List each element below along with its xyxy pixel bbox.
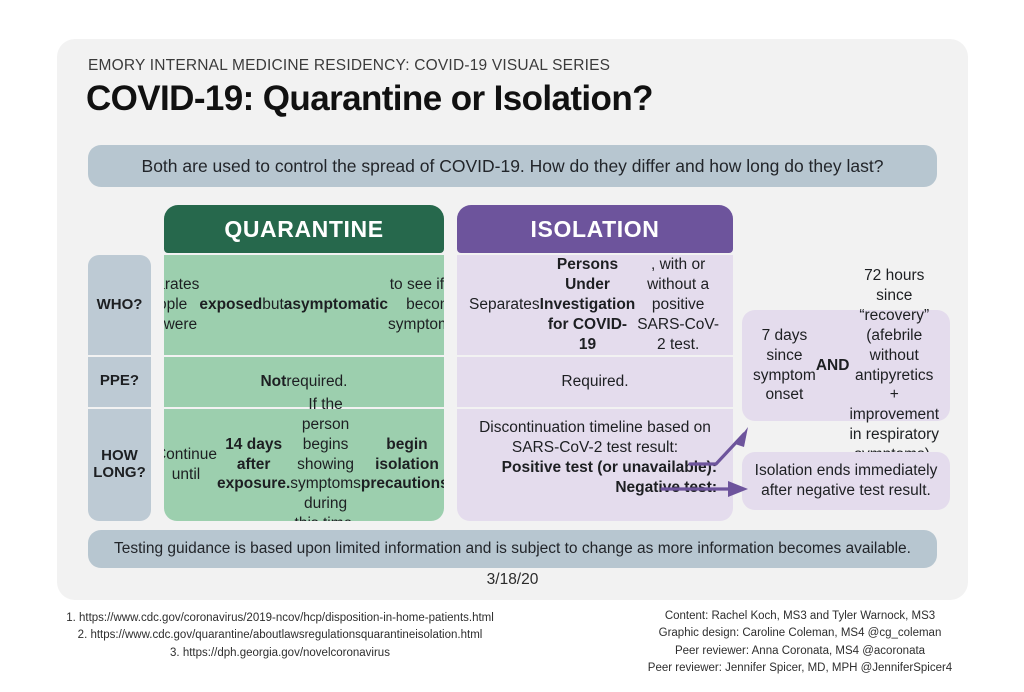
isolation-option-negative: Negative test: bbox=[615, 479, 717, 497]
isolation-timeline-lead: Discontinuation timeline based on SARS-C… bbox=[479, 419, 711, 456]
column-header-isolation: ISOLATION bbox=[457, 205, 733, 253]
page-title: COVID-19: Quarantine or Isolation? bbox=[86, 79, 654, 118]
cell-isolation-ppe: Required. bbox=[561, 372, 629, 390]
cell-isolation-who: Separates Persons Under Investigation fo… bbox=[469, 256, 720, 353]
column-quarantine: QUARANTINE Separates people who were exp… bbox=[164, 205, 444, 521]
credit-item: Peer reviewer: Jennifer Spicer, MD, MPH … bbox=[647, 662, 953, 675]
publication-date: 3/18/20 bbox=[486, 571, 539, 588]
isolation-option-positive: Positive test (or unavailable): bbox=[501, 458, 717, 476]
reference-item: 2. https://www.cdc.gov/quarantine/aboutl… bbox=[77, 629, 483, 642]
disclaimer-banner: Testing guidance is based upon limited i… bbox=[88, 530, 937, 568]
row-label-column: WHO? PPE? HOW LONG? bbox=[88, 255, 151, 521]
infographic-card: EMORY INTERNAL MEDICINE RESIDENCY: COVID… bbox=[57, 39, 968, 600]
row-divider bbox=[88, 355, 151, 357]
cell-divider bbox=[457, 407, 733, 409]
cell-quarantine-how-long: Continue until 14 days after exposure. I… bbox=[164, 396, 444, 521]
cell-quarantine-who: Separates people who were exposed but as… bbox=[164, 276, 444, 333]
cell-divider bbox=[164, 407, 444, 409]
cell-quarantine-ppe: Not required. bbox=[260, 372, 348, 390]
callout-negative-test: Isolation ends immediately after negativ… bbox=[742, 452, 950, 510]
credits-list: Content: Rachel Koch, MS3 and Tyler Warn… bbox=[600, 608, 1000, 678]
references-list: 1. https://www.cdc.gov/coronavirus/2019-… bbox=[40, 610, 520, 662]
reference-item: 1. https://www.cdc.gov/coronavirus/2019-… bbox=[66, 612, 494, 624]
callout-positive-test: 7 days since symptom onset AND 72 hours … bbox=[742, 267, 950, 463]
cell-isolation-how-long: Discontinuation timeline based on SARS-C… bbox=[457, 408, 733, 521]
intro-banner: Both are used to control the spread of C… bbox=[88, 145, 937, 187]
row-label-how-long: HOW LONG? bbox=[93, 446, 146, 481]
cell-divider bbox=[457, 355, 733, 357]
row-label-ppe: PPE? bbox=[99, 372, 140, 390]
column-body-isolation: Separates Persons Under Investigation fo… bbox=[457, 255, 733, 521]
reference-item: 3. https://dph.georgia.gov/novelcoronavi… bbox=[170, 646, 390, 659]
series-eyebrow: EMORY INTERNAL MEDICINE RESIDENCY: COVID… bbox=[88, 57, 611, 74]
row-label-who: WHO? bbox=[96, 295, 143, 313]
column-isolation: ISOLATION Separates Persons Under Invest… bbox=[457, 205, 733, 521]
credit-item: Peer reviewer: Anna Coronata, MS4 @acoro… bbox=[674, 644, 926, 657]
credit-item: Content: Rachel Koch, MS3 and Tyler Warn… bbox=[664, 610, 936, 622]
column-body-quarantine: Separates people who were exposed but as… bbox=[164, 255, 444, 521]
column-header-quarantine: QUARANTINE bbox=[164, 205, 444, 253]
cell-divider bbox=[164, 355, 444, 357]
credit-item: Graphic design: Caroline Coleman, MS4 @c… bbox=[658, 627, 942, 640]
row-divider bbox=[88, 407, 151, 409]
